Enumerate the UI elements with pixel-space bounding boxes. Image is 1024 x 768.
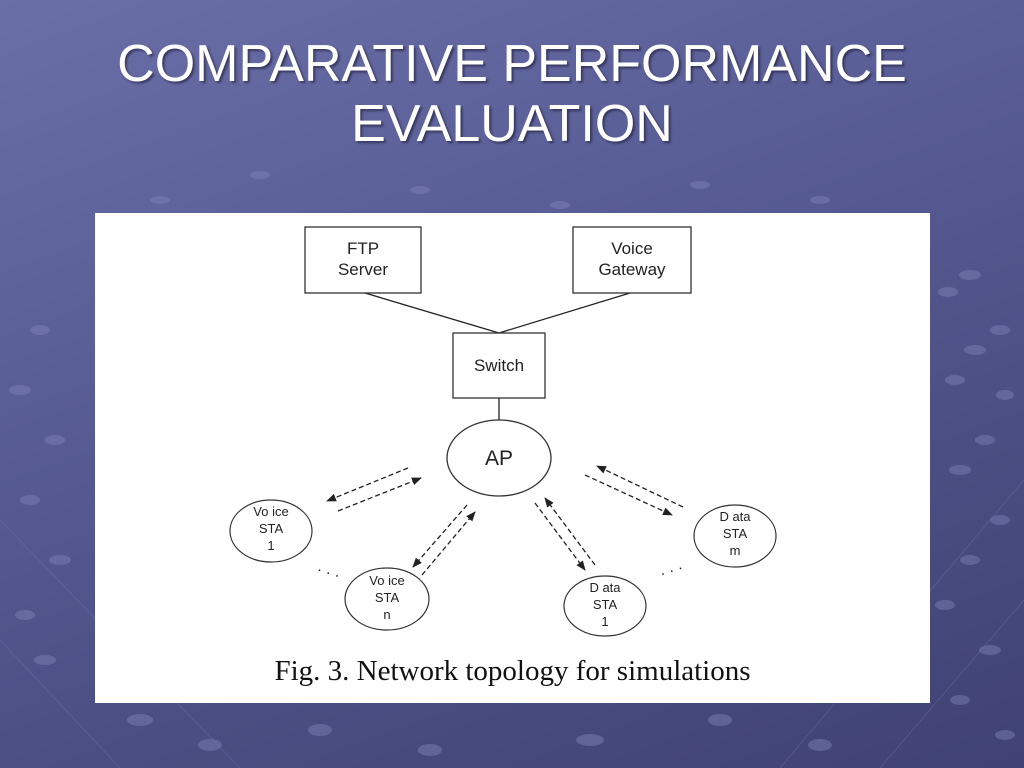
arrow-data-sta-1-to-ap [544,497,596,566]
switch-label: Switch [474,356,524,375]
data-stations-ellipsis: · · · [658,559,685,582]
wireless-links [326,465,684,576]
ftp-server-label-line-2: Server [338,260,388,279]
voice-sta-1-label-line-1: Vo ice [253,504,288,519]
data-sta-1-label-line-1: D ata [589,580,621,595]
ap-label: AP [485,447,513,470]
arrow-ap-to-data-sta-1 [534,502,586,571]
data-sta-m-label-line-3: m [730,543,741,558]
figure-caption: Fig. 3. Network topology for simulations [274,655,751,687]
data-sta-1-label-line-2: STA [593,597,618,612]
voice-gateway-node: Voice Gateway [572,226,692,294]
arrow-voice-sta-1-to-ap [337,477,422,512]
voice-sta-1-node: Vo ice STA 1 [229,499,313,563]
voice-sta-1-label-line-3: 1 [267,538,274,553]
ftp-server-node: FTP Server [304,226,422,294]
voice-stations-ellipsis: · · · [315,561,342,584]
voice-sta-n-label-line-2: STA [375,590,400,605]
link-ftp-switch [364,292,500,334]
voice-sta-1-label-line-2: STA [259,521,284,536]
wired-links [364,292,631,420]
voice-gateway-label-line-2: Gateway [598,260,666,279]
slide-title: COMPARATIVE PERFORMANCE EVALUATION [0,34,1024,154]
data-sta-m-label-line-1: D ata [719,509,751,524]
data-sta-m-label-line-2: STA [723,526,748,541]
ftp-server-label-line-1: FTP [347,239,379,258]
data-sta-1-node: D ata STA 1 [563,575,647,637]
arrow-ap-to-voice-sta-1 [326,467,409,502]
network-topology-figure: FTP Server Voice Gateway Switch AP Vo ic… [95,213,930,703]
data-sta-m-node: D ata STA m [693,504,777,568]
arrow-ap-to-voice-sta-n [412,504,468,568]
arrow-voice-sta-n-to-ap [421,511,476,576]
slide-title-line-2: EVALUATION [351,95,673,153]
access-point-node: AP [446,419,552,497]
voice-gateway-label-line-1: Voice [611,239,653,258]
voice-sta-n-label-line-3: n [383,607,390,622]
link-gateway-switch [498,292,631,334]
data-sta-1-label-line-3: 1 [601,614,608,629]
slide-title-line-1: COMPARATIVE PERFORMANCE [117,35,907,93]
voice-sta-n-label-line-1: Vo ice [369,573,404,588]
network-topology-diagram: FTP Server Voice Gateway Switch AP Vo ic… [229,226,777,637]
switch-node: Switch [452,332,546,399]
voice-sta-n-node: Vo ice STA n [344,567,430,631]
